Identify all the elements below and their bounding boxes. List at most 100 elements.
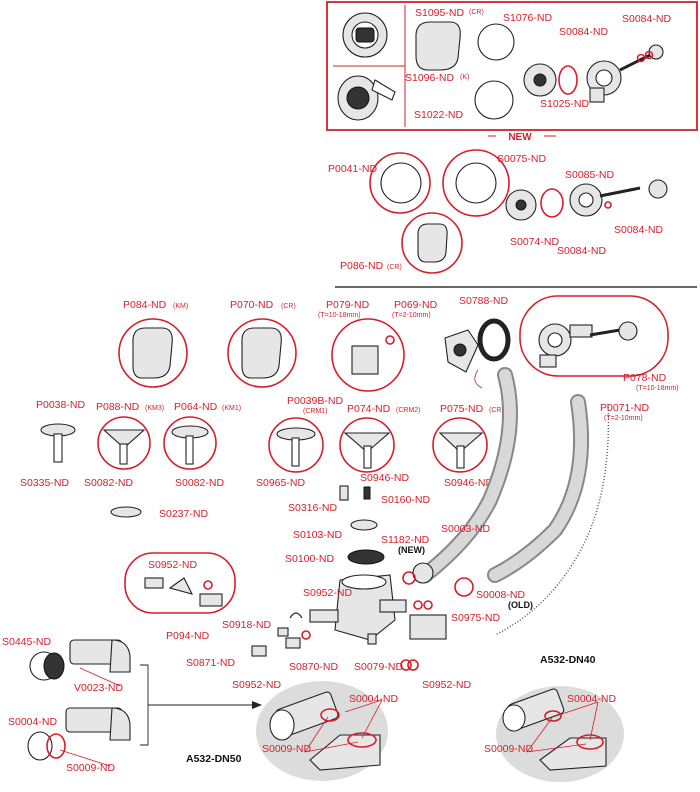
plug-stem-icon (363, 445, 372, 469)
highlight-circle (227, 318, 297, 388)
label-thickness: (T=10-18mm) (318, 312, 361, 319)
washer-icon (407, 659, 419, 671)
label-S0952: S0952-ND (422, 679, 471, 691)
label-suffix: (KM) (173, 303, 188, 310)
label-S0946: S0946-ND (360, 472, 409, 484)
leader-lines (59, 667, 599, 767)
label-S0871: S0871-ND (186, 657, 235, 669)
label-suffix: (CRM1) (303, 408, 328, 415)
label-S0870: S0870-ND (289, 661, 338, 673)
label-P0038: P0038-ND (36, 399, 85, 411)
washer-icon (400, 659, 412, 671)
label-P069: P069-ND (394, 299, 438, 311)
flange-icon (350, 519, 378, 531)
label-S0100: S0100-ND (285, 553, 334, 565)
label-P086: P086-ND (340, 260, 384, 272)
label-S0008: S0008-ND (476, 589, 525, 601)
fitting-icon (285, 637, 301, 649)
plug-stem-icon (291, 437, 300, 467)
gasket-icon (347, 549, 385, 565)
overflow-body-icon (586, 44, 664, 103)
label-S0082: S0082-ND (84, 477, 133, 489)
overflow-assembly-icon (538, 321, 638, 368)
washer-icon (604, 201, 612, 209)
cover-square-icon (417, 223, 448, 263)
fitting-icon (251, 645, 267, 657)
washer-icon (644, 50, 654, 60)
label-P064: P064-ND (174, 401, 218, 413)
label-S0009: S0009-ND (262, 743, 311, 755)
label-suffix: (CRM2) (396, 407, 421, 414)
label-S0445: S0445-ND (2, 636, 51, 648)
label-S0004: S0004-ND (567, 693, 616, 705)
bolt-icon (363, 486, 371, 500)
label-P070: P070-ND (230, 299, 274, 311)
label-S1182: S1182-ND (381, 534, 430, 546)
round-cover-icon (380, 162, 422, 204)
label-S0084: S0084-ND (559, 26, 608, 38)
label-S0918: S0918-ND (222, 619, 271, 631)
plug-stem-icon (185, 435, 194, 465)
highlight-circle (163, 416, 217, 470)
overflow-cap-icon (351, 345, 379, 375)
label-thickness: (T=2-10mm) (604, 415, 643, 422)
new-label: NEW (508, 132, 532, 143)
bolt-icon (367, 633, 377, 645)
highlight-frame (124, 552, 236, 614)
plug-square-icon (343, 432, 391, 453)
label-S0085: S0085-ND (565, 169, 614, 181)
label-S0003: S0003-ND (441, 523, 490, 535)
label-A532-DN50: A532-DN50 (186, 753, 242, 765)
label-S0975: S0975-ND (451, 612, 500, 624)
siphon-elbow-icon (27, 707, 131, 761)
label-suffix: (KM1) (222, 405, 241, 412)
bowden-cable-icon (494, 403, 610, 636)
label-P094: P094-ND (166, 630, 210, 642)
label-suffix: (KM3) (145, 405, 164, 412)
round-cover-icon (455, 162, 497, 204)
round-cover-icon (474, 80, 514, 120)
washer-icon (385, 335, 395, 345)
fitting-icon (277, 627, 289, 637)
label-suffix: (CR) (281, 303, 296, 310)
label-S0316: S0316-ND (288, 502, 337, 514)
label-S0082: S0082-ND (175, 477, 224, 489)
label-P0039B: P0039B-ND (287, 395, 343, 407)
highlight-circle (369, 152, 431, 214)
overflow-body-icon (569, 179, 668, 217)
cover-square-icon (132, 327, 173, 379)
highlight-frame (519, 295, 669, 377)
label-S0079: S0079-ND (354, 661, 403, 673)
highlight-circle (339, 417, 395, 473)
label-V0023: V0023-ND (74, 682, 123, 694)
label-S0788: S0788-ND (459, 295, 508, 307)
siphon-dn50-icon (269, 691, 381, 771)
washer-icon (402, 571, 416, 585)
label-S0946: S0946-ND (444, 477, 493, 489)
label-P075: P075-ND (440, 403, 484, 415)
cover-square-icon (241, 327, 282, 379)
clip-icon (289, 612, 303, 619)
label-S0009: S0009-ND (66, 762, 115, 774)
label-S0160: S0160-ND (381, 494, 430, 506)
siphon-elbow-icon (29, 639, 131, 681)
label-S0237: S0237-ND (159, 508, 208, 520)
drain-body-icon (309, 574, 407, 641)
highlight-circle (442, 149, 510, 217)
label-S0335: S0335-ND (20, 477, 69, 489)
highlight-circle (97, 416, 151, 470)
label-S0952: S0952-ND (148, 559, 197, 571)
highlight-circle (118, 318, 188, 388)
label-suffix: (CR) (387, 264, 402, 271)
highlight-circle (401, 212, 463, 274)
label-P084: P084-ND (123, 299, 167, 311)
label-new-note: (NEW) (398, 545, 425, 555)
label-S1025: S1025-ND (540, 98, 589, 110)
grid-plate-icon (505, 189, 537, 221)
label-P074: P074-ND (347, 403, 391, 415)
label-S0084: S0084-ND (557, 245, 606, 257)
round-cover-icon (477, 23, 515, 61)
plug-stem-icon (119, 443, 128, 465)
highlight-circle (432, 417, 488, 473)
